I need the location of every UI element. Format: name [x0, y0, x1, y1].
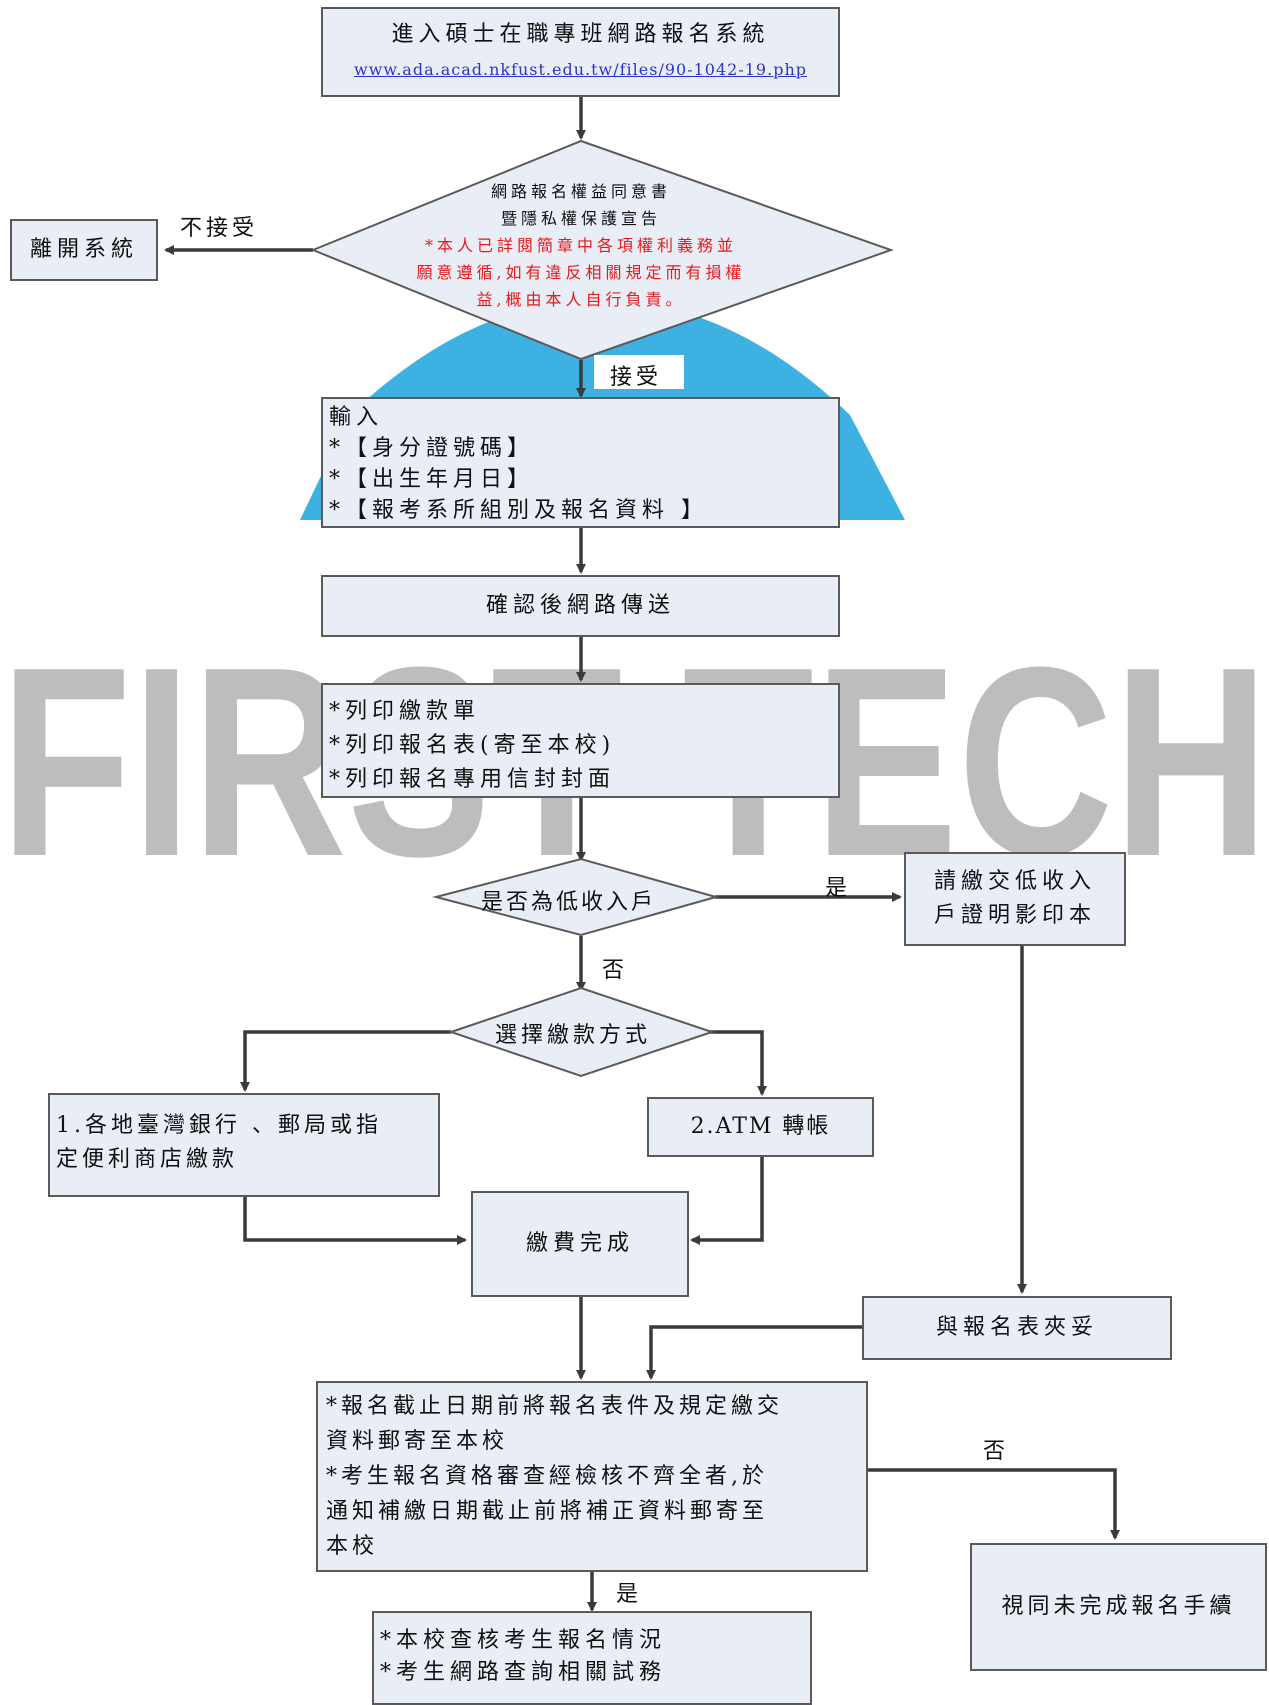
lowincome-doc-line-2: 戶證明影印本: [933, 903, 1096, 928]
mail-line-1: *報名截止日期前將報名表件及規定繳交: [326, 1394, 784, 1419]
mail-line-4: 通知補繳日期截止前將補正資料郵寄至: [326, 1499, 769, 1524]
consent-line-1: 網路報名權益同意書: [490, 182, 671, 201]
mail-line-5: 本校: [326, 1534, 379, 1559]
leave-box: 離開系統: [10, 219, 158, 281]
input-line-2: *【身分證號碼】: [329, 436, 535, 461]
lowincome-doc-box: 請繳交低收入 戶證明影印本: [904, 852, 1126, 946]
payment-choice-label: 選擇繳款方式: [495, 1023, 652, 1048]
incomplete-label: 視同未完成報名手續: [1001, 1594, 1236, 1619]
lowincome-question: 是否為低收入戶: [481, 890, 657, 915]
pay-bank-box: 1.各地臺灣銀行 、郵局或指 定便利商店繳款: [48, 1093, 440, 1197]
final-box: *本校查核考生報名情況 *考生網路查詢相關試務: [372, 1611, 812, 1705]
consent-red-line-3: 益,概由本人自行負責。: [476, 290, 686, 309]
mail-box: *報名截止日期前將報名表件及規定繳交 資料郵寄至本校 *考生報名資格審查經檢核不…: [316, 1381, 868, 1572]
pay-bank-line-2: 定便利商店繳款: [56, 1147, 239, 1172]
confirm-box: 確認後網路傳送: [321, 575, 840, 637]
consent-red-line-2: 願意遵循,如有違反相關規定而有損權: [416, 263, 746, 282]
final-line-1: *本校查核考生報名情況: [380, 1628, 667, 1653]
arrow-atm-paid: [690, 1156, 764, 1245]
arrow-bank-paid: [243, 1196, 467, 1245]
payment-choice-diamond: [447, 986, 716, 1078]
consent-line-2: 暨隱私權保護宣告: [500, 209, 661, 228]
incomplete-box: 視同未完成報名手續: [970, 1543, 1267, 1671]
pay-atm-box: 2.ATM 轉帳: [647, 1097, 874, 1157]
mail-line-2: 資料郵寄至本校: [326, 1429, 509, 1454]
reject-label: 不接受: [180, 216, 259, 241]
paid-label: 繳費完成: [525, 1231, 634, 1256]
no-mail-label: 否: [983, 1439, 1010, 1464]
input-line-4: *【報考系所組別及報名資料 】: [329, 498, 708, 523]
print-box: *列印繳款單 *列印報名表(寄至本校) *列印報名專用信封封面: [321, 683, 840, 798]
pay-bank-line-1: 1.各地臺灣銀行 、郵局或指: [56, 1113, 382, 1138]
arrow-mail-incomplete: [867, 1468, 1120, 1540]
yes-mail-label: 是: [616, 1582, 643, 1607]
print-line-2: *列印報名表(寄至本校): [329, 733, 616, 758]
mail-line-3: *考生報名資格審查經檢核不齊全者,於: [326, 1464, 768, 1489]
start-title: 進入碩士在職專班網路報名系統: [391, 22, 770, 47]
no-lowincome-label: 否: [602, 958, 629, 983]
arrow-attach-mail: [646, 1325, 862, 1380]
accept-label-bg: [594, 355, 684, 389]
pay-atm-label: 2.ATM 轉帳: [690, 1114, 831, 1139]
lowincome-doc-line-1: 請繳交低收入: [933, 869, 1096, 894]
system-url-link[interactable]: www.ada.acad.nkfust.edu.tw/files/90-1042…: [354, 60, 807, 79]
input-line-3: *【出生年月日】: [329, 467, 535, 492]
print-line-1: *列印繳款單: [329, 699, 481, 724]
arrow-choice-bank: [240, 1030, 451, 1092]
input-line-1: 輸入: [329, 405, 384, 430]
input-box: 輸入 *【身分證號碼】 *【出生年月日】 *【報考系所組別及報名資料 】: [321, 397, 840, 528]
connectors: [164, 96, 1120, 1612]
attach-label: 與報名表夾妥: [935, 1315, 1098, 1340]
paid-box: 繳費完成: [471, 1191, 689, 1297]
final-line-2: *考生網路查詢相關試務: [380, 1660, 667, 1685]
start-box: 進入碩士在職專班網路報名系統 www.ada.acad.nkfust.edu.t…: [321, 7, 840, 97]
consent-diamond: [310, 139, 895, 361]
lowincome-diamond: [432, 857, 720, 937]
attach-box: 與報名表夾妥: [862, 1296, 1172, 1360]
accept-label: 接受: [610, 365, 663, 390]
consent-text: 網路報名權益同意書 暨隱私權保護宣告 *本人已詳閱簡章中各項權利義務並 願意遵循…: [381, 178, 781, 313]
yes-lowincome-label: 是: [825, 876, 852, 901]
arrow-choice-atm: [710, 1030, 767, 1096]
confirm-label: 確認後網路傳送: [485, 593, 675, 618]
print-line-3: *列印報名專用信封封面: [329, 767, 616, 792]
leave-label: 離開系統: [29, 237, 138, 262]
consent-red-line-1: *本人已詳閱簡章中各項權利義務並: [424, 236, 737, 255]
